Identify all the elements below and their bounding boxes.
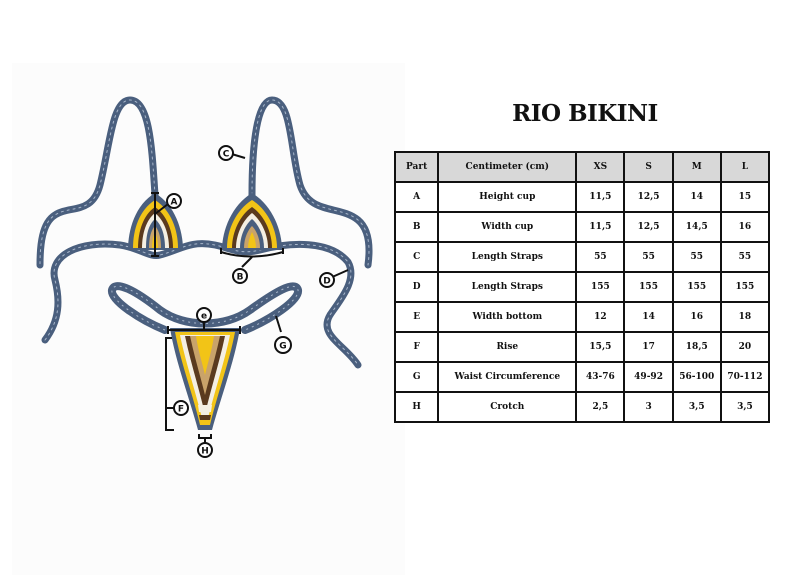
cell-s: 12,5 [623,181,674,213]
label-h: H [201,447,209,457]
table-header-row: Part Centimeter (cm) XS S M L [393,151,771,183]
label-h-marker [197,442,213,458]
label-c: C [223,150,230,160]
size-chart-table: Part Centimeter (cm) XS S M L A Height c… [393,151,771,423]
bikini-bottom [170,328,240,430]
header-m: M [671,151,722,183]
cell-l: 16 [719,211,771,243]
cell-m: 18,5 [671,331,722,363]
label-g-marker [274,336,292,354]
cell-part: E [393,301,440,333]
label-b-marker [232,268,248,284]
cell-l: 155 [719,271,771,303]
cell-part: C [393,241,440,273]
cell-m: 16 [671,301,722,333]
cell-xs: 43-76 [575,361,626,393]
cell-measure: Height cup [437,181,578,213]
label-d: D [323,277,330,287]
bikini-diagram: A B C D e F G H [36,96,373,458]
cell-measure: Width bottom [437,301,578,333]
cell-measure: Waist Circumference [437,361,578,393]
cell-m: 155 [671,271,722,303]
cell-measure: Crotch [437,391,578,423]
cell-l: 70-112 [719,361,771,393]
cell-xs: 55 [575,241,626,273]
label-b: B [237,273,244,283]
cell-xs: 15,5 [575,331,626,363]
cell-l: 3,5 [719,391,771,423]
table-row: B Width cup 11,5 12,5 14,5 16 [393,211,771,243]
cell-part: B [393,211,440,243]
cell-part: A [393,181,440,213]
table-row: C Length Straps 55 55 55 55 [393,241,771,273]
table-row: H Crotch 2,5 3 3,5 3,5 [393,391,771,423]
table-row: D Length Straps 155 155 155 155 [393,271,771,303]
label-e-marker [196,307,212,323]
cell-s: 55 [623,241,674,273]
cell-xs: 2,5 [575,391,626,423]
cell-measure: Rise [437,331,578,363]
table-row: G Waist Circumference 43-76 49-92 56-100… [393,361,771,393]
cell-s: 12,5 [623,211,674,243]
label-a: A [171,198,178,208]
label-c-marker [218,145,234,161]
label-f-marker [173,400,189,416]
cell-part: H [393,391,440,423]
label-f: F [178,405,184,415]
cell-xs: 11,5 [575,181,626,213]
header-l: L [719,151,771,183]
cell-xs: 155 [575,271,626,303]
page-title: RIO BIKINI [512,100,658,127]
cell-s: 17 [623,331,674,363]
cell-l: 20 [719,331,771,363]
cell-m: 55 [671,241,722,273]
label-g: G [279,342,286,352]
table-row: A Height cup 11,5 12,5 14 15 [393,181,771,213]
cell-part: F [393,331,440,363]
cell-s: 49-92 [623,361,674,393]
cell-l: 18 [719,301,771,333]
cell-m: 3,5 [671,391,722,423]
cell-measure: Length Straps [437,241,578,273]
right-cup [222,193,282,250]
table-row: E Width bottom 12 14 16 18 [393,301,771,333]
cell-measure: Length Straps [437,271,578,303]
label-e: e [201,312,207,322]
cell-s: 155 [623,271,674,303]
header-s: S [623,151,674,183]
cell-s: 14 [623,301,674,333]
cell-m: 14 [671,181,722,213]
cell-m: 56-100 [671,361,722,393]
cell-s: 3 [623,391,674,423]
cell-l: 15 [719,181,771,213]
cell-measure: Width cup [437,211,578,243]
cell-part: D [393,271,440,303]
header-centimeter: Centimeter (cm) [437,151,578,183]
header-part: Part [393,151,440,183]
cell-m: 14,5 [671,211,722,243]
table-row: F Rise 15,5 17 18,5 20 [393,331,771,363]
cell-l: 55 [719,241,771,273]
label-a-marker [166,193,182,209]
header-xs: XS [575,151,626,183]
cell-xs: 12 [575,301,626,333]
label-d-marker [319,272,335,288]
cell-part: G [393,361,440,393]
cell-xs: 11,5 [575,211,626,243]
